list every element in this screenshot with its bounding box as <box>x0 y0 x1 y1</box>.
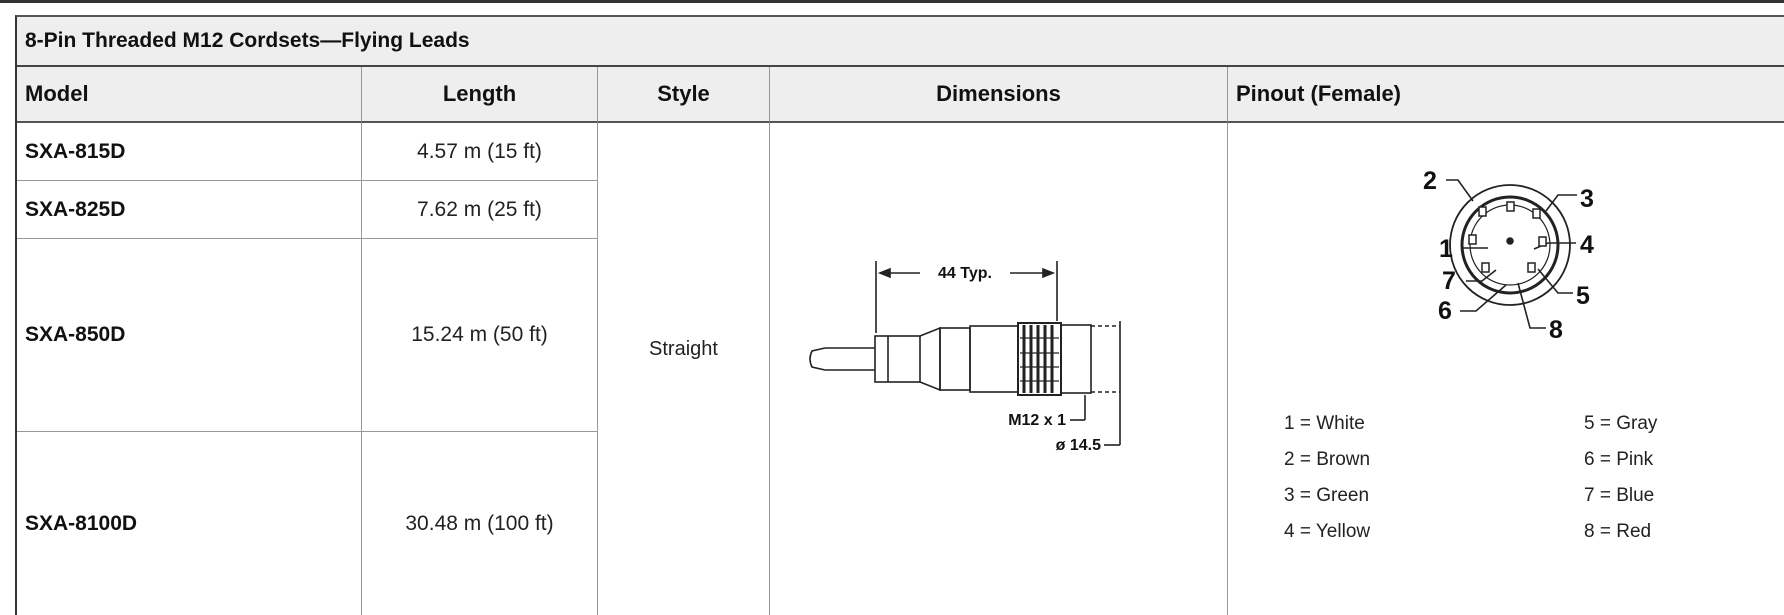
pinout-diagram: 2 3 1 4 7 5 6 8 <box>1423 167 1594 344</box>
header-length: Length <box>362 67 598 123</box>
header-style: Style <box>598 67 770 123</box>
length-cell-8100: 30.48 m (100 ft) <box>362 432 598 615</box>
table-row-model-850: SXA-850D <box>17 239 362 432</box>
table-row-model-8100: SXA-8100D <box>17 432 362 615</box>
pin-number-7: 7 <box>1442 267 1456 295</box>
header-style-label: Style <box>657 81 710 106</box>
length-cell-825: 7.62 m (25 ft) <box>362 181 598 239</box>
pin-number-4: 4 <box>1580 231 1594 259</box>
cordset-table: 8-Pin Threaded M12 Cordsets—Flying Leads… <box>15 15 1784 615</box>
header-pinout-label: Pinout (Female) <box>1236 81 1402 106</box>
diameter-label: ø 14.5 <box>1056 437 1101 454</box>
dimensions-cell: 44 Typ. M12 x 1 ø 14.5 <box>770 123 1228 615</box>
wire-color-legend-item: 7 = Blue <box>1584 485 1655 506</box>
connector-body <box>874 335 921 383</box>
table-title-text: 8-Pin Threaded M12 Cordsets—Flying Leads <box>25 29 470 52</box>
model-cell: SXA-850D <box>25 323 126 346</box>
length-value: 15.24 m (50 ft) <box>411 323 548 346</box>
table-row-model-825: SXA-825D <box>17 181 362 239</box>
pin-number-6: 6 <box>1438 297 1452 325</box>
cable-end <box>809 347 826 371</box>
wire-color-legend-item: 6 = Pink <box>1584 449 1654 470</box>
top-rule <box>0 0 1784 3</box>
length-value: 30.48 m (100 ft) <box>405 512 554 535</box>
style-cell: Straight <box>598 123 770 615</box>
typ-dimension-label: 44 Typ. <box>938 265 992 282</box>
header-dimensions-label: Dimensions <box>936 81 1061 106</box>
model-cell: SXA-8100D <box>25 512 138 535</box>
wire-color-legend-item: 5 = Gray <box>1584 413 1658 434</box>
thread-label: M12 x 1 <box>1008 412 1066 429</box>
pin-number-8: 8 <box>1549 316 1563 344</box>
table-title: 8-Pin Threaded M12 Cordsets—Flying Leads <box>17 17 1784 67</box>
pin-number-5: 5 <box>1576 282 1590 310</box>
wire-color-legend-item: 1 = White <box>1284 413 1365 434</box>
connector-outer-ring <box>1449 184 1571 306</box>
wire-color-legend-item: 8 = Red <box>1584 521 1652 542</box>
wire-color-legend-item: 4 = Yellow <box>1284 521 1371 542</box>
connector-inner-ring <box>1460 195 1560 295</box>
connector-dimension-drawing: 44 Typ. M12 x 1 ø 14.5 <box>809 261 1121 454</box>
pinout-cell: 2 3 1 4 7 5 6 8 1 = White 2 = Brown 3 = … <box>1228 123 1784 615</box>
length-cell-815: 4.57 m (15 ft) <box>362 123 598 181</box>
header-model-label: Model <box>25 81 89 106</box>
model-cell: SXA-815D <box>25 139 126 163</box>
header-dimensions: Dimensions <box>770 67 1228 123</box>
length-value: 4.57 m (15 ft) <box>417 139 542 163</box>
header-pinout: Pinout (Female) <box>1228 67 1784 123</box>
wire-color-legend-item: 3 = Green <box>1284 485 1370 506</box>
header-length-label: Length <box>442 81 517 106</box>
pin-number-3: 3 <box>1580 185 1594 213</box>
model-cell: SXA-825D <box>25 197 126 221</box>
pin-number-2: 2 <box>1423 167 1437 195</box>
wire-color-legend-item: 2 = Brown <box>1284 449 1371 470</box>
length-value: 7.62 m (25 ft) <box>417 197 542 221</box>
table-row-model-815: SXA-815D <box>17 123 362 181</box>
header-model: Model <box>17 67 362 123</box>
style-value: Straight <box>649 338 718 360</box>
length-cell-850: 15.24 m (50 ft) <box>362 239 598 432</box>
pin-number-1: 1 <box>1439 235 1453 263</box>
